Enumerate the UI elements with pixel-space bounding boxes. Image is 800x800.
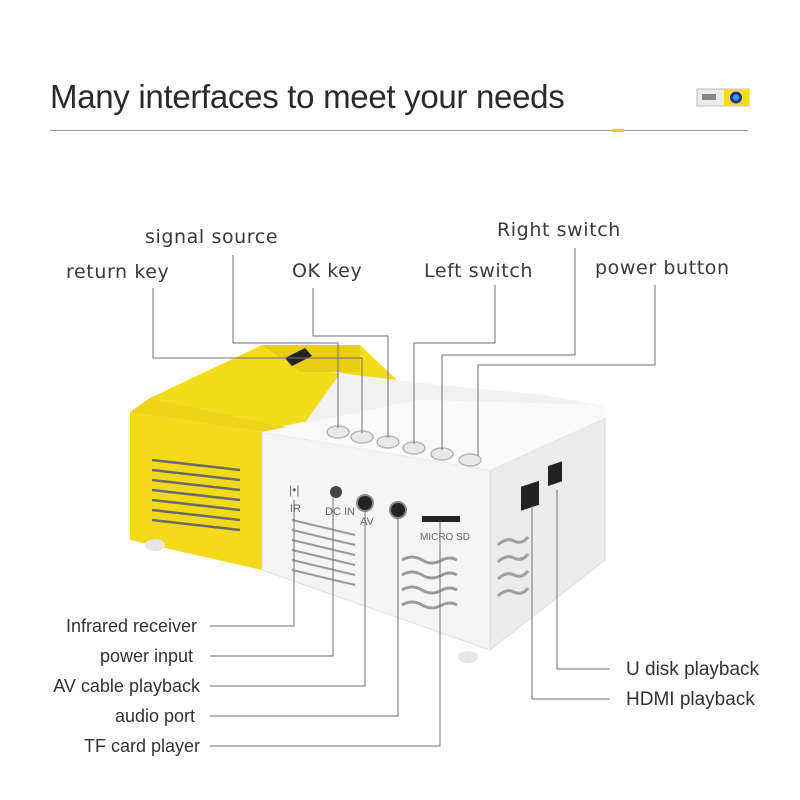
label-power-input: power input xyxy=(99,646,193,666)
label-audio-port: audio port xyxy=(114,706,195,726)
front-vent-left xyxy=(291,519,356,586)
title-divider xyxy=(50,130,748,131)
page-title: Many interfaces to meet your needs xyxy=(50,78,565,115)
front-vent-right xyxy=(401,555,458,610)
top-buttons xyxy=(326,425,482,467)
top-leader-lines xyxy=(152,248,656,456)
hdmi-port xyxy=(521,480,539,511)
projector-side-yellow xyxy=(130,412,262,570)
usb-port xyxy=(548,461,562,486)
marking-micro-sd: MICRO SD xyxy=(420,532,470,543)
marking-ir: IR xyxy=(290,503,301,515)
right-leader-lines xyxy=(531,490,610,700)
audio-port-jack xyxy=(389,501,407,519)
label-power-button: power button xyxy=(595,257,730,279)
label-av-cable-playback: AV cable playback xyxy=(53,676,200,696)
label-hdmi-playback: HDMI playback xyxy=(626,689,755,710)
title-divider-accent xyxy=(612,129,624,132)
label-tf-card-player: TF card player xyxy=(83,736,200,756)
sd-slot xyxy=(422,516,460,522)
label-u-disk-playback: U disk playback xyxy=(626,659,760,680)
label-left-switch: Left switch xyxy=(424,260,534,282)
label-return-key: return key xyxy=(66,261,170,283)
label-infrared-receiver: Infrared receiver xyxy=(65,616,197,636)
marking-dc-in: DC IN xyxy=(325,506,355,518)
right-vent xyxy=(496,536,530,598)
av-port xyxy=(356,494,374,512)
marking-ir-symbol: |•| xyxy=(289,483,299,497)
label-signal-source: signal source xyxy=(145,226,279,248)
left-leader-lines xyxy=(210,498,441,747)
projector-device xyxy=(130,345,606,663)
lens-icon xyxy=(285,348,312,366)
projector-thumbnail-icon xyxy=(696,88,750,107)
ir-port xyxy=(330,486,342,498)
marking-av: AV xyxy=(360,516,375,528)
side-vent-yellow xyxy=(151,458,241,532)
front-ports xyxy=(330,486,460,522)
label-right-switch: Right switch xyxy=(497,219,621,241)
label-ok-key: OK key xyxy=(292,260,363,282)
